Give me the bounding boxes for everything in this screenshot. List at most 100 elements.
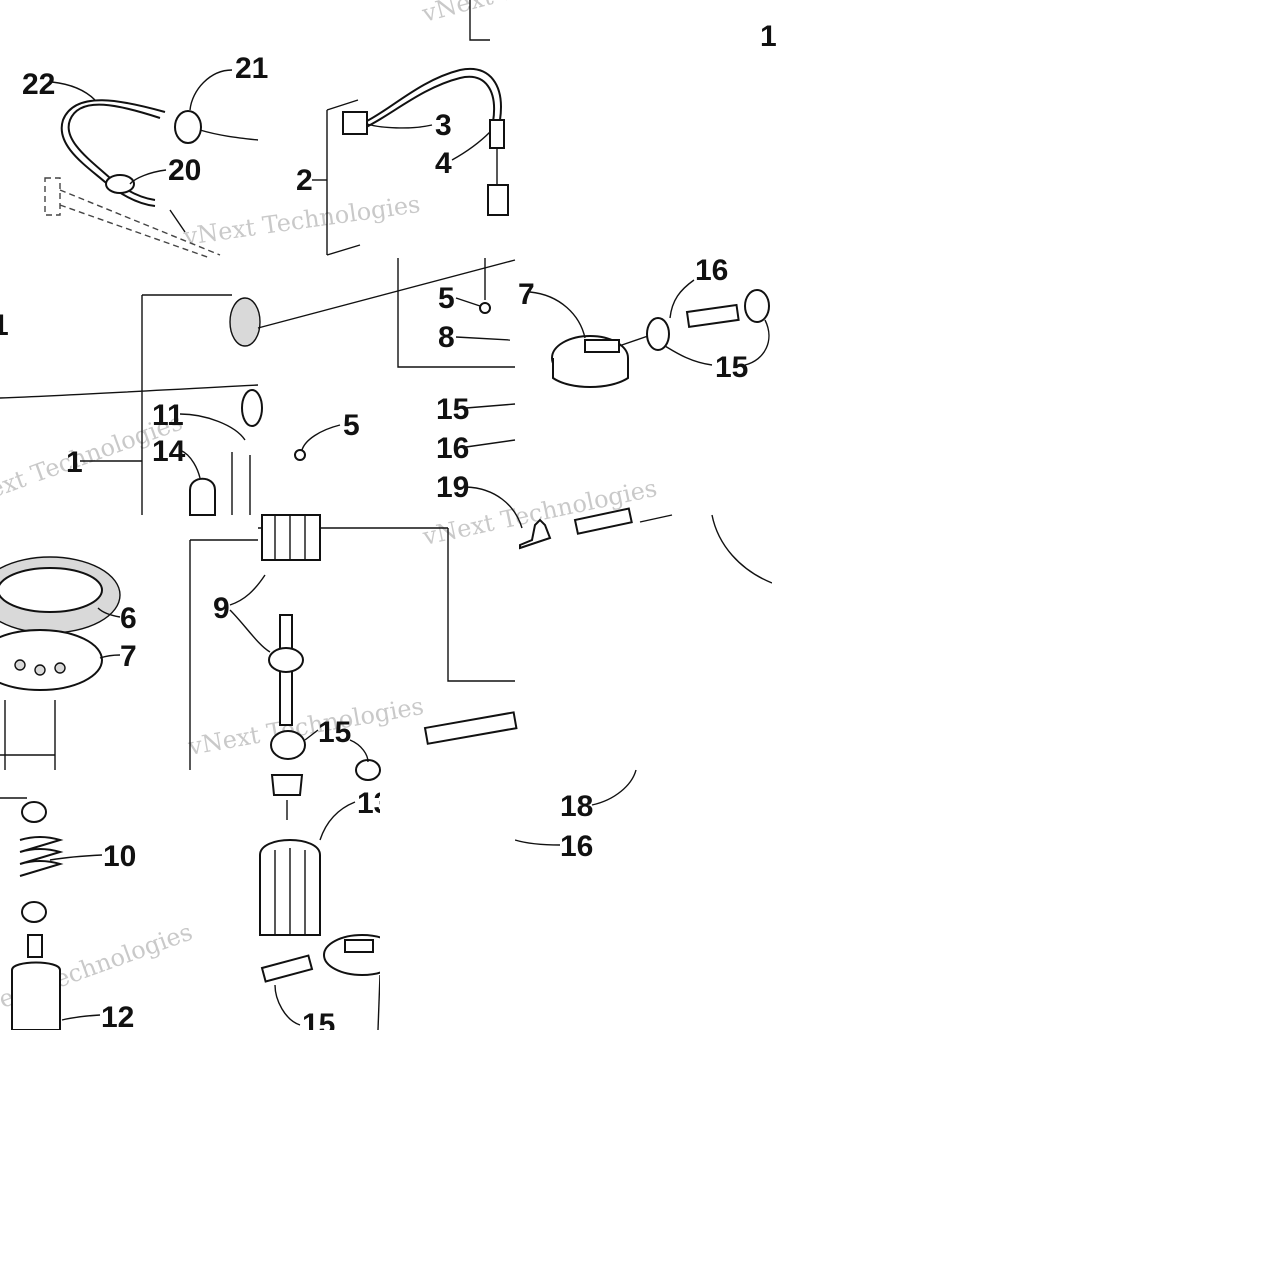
vent-hose-group <box>44 99 259 259</box>
hose-clamp-21 <box>174 110 202 144</box>
hose-tail <box>199 129 259 141</box>
dashed-mount-bracket <box>44 177 221 259</box>
harness-connector-3 <box>342 111 368 135</box>
callout-1: 1 <box>0 309 9 342</box>
screw-5 <box>479 302 491 314</box>
wire-harness-group <box>326 0 611 256</box>
filter-bracket-group <box>189 514 518 781</box>
callout-18: 18 <box>560 790 593 823</box>
strainer-ribs <box>274 848 306 935</box>
callout-5: 5 <box>438 282 455 315</box>
tank-outline-curve <box>0 384 259 399</box>
callout-11: 11 <box>152 399 184 432</box>
coupling-top <box>21 801 47 823</box>
tee-fitting-19 <box>519 518 552 550</box>
hose-18 <box>573 507 633 535</box>
callout-2: 2 <box>296 164 313 197</box>
bracket-tee <box>447 528 515 682</box>
lock-ring-inner <box>0 567 103 613</box>
callout-5: 5 <box>343 409 360 442</box>
tank-top-group <box>0 294 263 516</box>
hose-clamp-15-b <box>744 289 770 323</box>
callout-9: 9 <box>213 592 230 625</box>
callout-7: 7 <box>120 640 137 673</box>
harness-plug <box>487 184 509 216</box>
harness-wire-2 <box>359 75 496 131</box>
tank-arc <box>711 514 773 584</box>
pump-motor-group <box>0 797 64 1031</box>
leader-lines <box>49 69 770 1026</box>
leader-line <box>169 209 186 233</box>
callout-14: 14 <box>152 435 186 468</box>
callout-19: 19 <box>436 471 469 504</box>
harness-sleeve-4 <box>489 119 505 149</box>
callout-15: 15 <box>715 351 748 384</box>
coupling-bottom <box>21 901 47 923</box>
callout-22: 22 <box>22 68 55 101</box>
hose-section-16 <box>685 303 740 328</box>
pump-flange-partial <box>241 389 263 427</box>
callout-16: 16 <box>695 254 728 287</box>
hose-clamp-20 <box>105 174 135 194</box>
callout-21: 21 <box>235 52 268 85</box>
hose-clamp-15 <box>646 317 670 351</box>
callout-1: 1 <box>66 446 83 479</box>
callout-12: 12 <box>101 1001 134 1034</box>
callout-labels: 1 22 21 20 3 4 2 16 5 7 8 15 1 11 5 15 1… <box>0 20 777 1041</box>
callout-8: 8 <box>438 321 455 354</box>
top-connector-lines <box>469 0 490 41</box>
bracket-9 <box>189 539 258 770</box>
watermark-text: vNext Technologies <box>185 692 426 761</box>
callout-4: 4 <box>435 147 452 180</box>
pump-cap-skirt <box>552 358 629 388</box>
callout-7: 7 <box>518 278 535 311</box>
grommet-9 <box>268 647 304 673</box>
pump-outlet <box>27 934 43 958</box>
fuel-pump-12 <box>11 961 61 1031</box>
elbow-fitting <box>260 954 314 983</box>
pump-cap-group <box>551 289 770 388</box>
callout-20: 20 <box>168 154 201 187</box>
pump-cap-nipple <box>584 339 620 353</box>
pump-top-7 <box>0 629 103 691</box>
vent-hose-outline <box>60 99 166 207</box>
callout-15: 15 <box>318 716 351 749</box>
fitting-14 <box>189 477 216 516</box>
vent-hole <box>54 662 66 674</box>
return-hose <box>423 711 518 745</box>
bracket-2 <box>326 99 361 256</box>
callout-1-overlay: 1 <box>760 20 777 53</box>
callout-15: 15 <box>436 393 469 426</box>
screw-5-lower <box>294 449 306 461</box>
tank-middle-group <box>257 258 516 461</box>
strainer-top <box>270 774 304 796</box>
clamp-15-edge <box>355 759 381 781</box>
callout-3: 3 <box>435 109 452 142</box>
callout-6: 6 <box>120 602 137 635</box>
harness-wire <box>364 67 502 123</box>
callout-16: 16 <box>560 830 593 863</box>
module-ribs <box>274 515 306 560</box>
watermark-text: vNext Technologies <box>181 190 422 251</box>
vent-hole <box>14 659 26 671</box>
vent-hole <box>34 664 46 676</box>
spring-10 <box>19 836 64 877</box>
cap-leader <box>377 974 381 1031</box>
lock-ring-group <box>0 556 121 770</box>
cap-axis <box>618 335 649 347</box>
callout-labels-overlay: 1 <box>760 20 777 53</box>
callout-10: 10 <box>103 840 136 873</box>
lock-ring-partial <box>229 297 261 347</box>
sub-bracket <box>397 258 515 368</box>
hose-extension <box>639 514 673 523</box>
pump-module-bottom <box>261 514 321 561</box>
clamp-15 <box>270 730 306 760</box>
pump-frame-lines <box>231 452 251 515</box>
pump-body-lines <box>0 700 56 770</box>
cap-nipple <box>344 939 374 953</box>
tee-fitting-group <box>258 507 773 682</box>
callout-16: 16 <box>436 432 469 465</box>
